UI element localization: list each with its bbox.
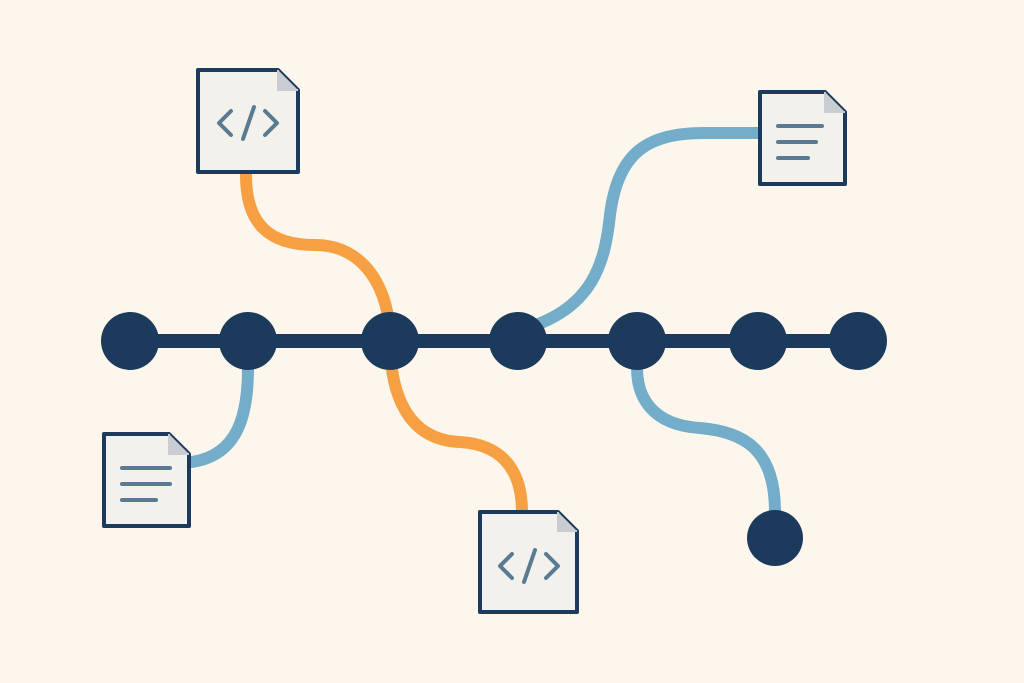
commit-4[interactable] bbox=[489, 312, 547, 370]
code-glyph-icon bbox=[498, 548, 560, 584]
code-file-top-icon[interactable] bbox=[196, 68, 300, 174]
branch-code-bottom bbox=[384, 334, 528, 518]
commit-5[interactable] bbox=[608, 312, 666, 370]
code-file-bottom-icon[interactable] bbox=[478, 510, 579, 614]
branch-text-top bbox=[514, 127, 766, 336]
main-commits bbox=[101, 312, 887, 370]
side-commit[interactable] bbox=[747, 510, 803, 566]
text-lines-icon bbox=[776, 124, 824, 160]
text-file-top-icon[interactable] bbox=[758, 90, 847, 186]
commit-7[interactable] bbox=[829, 312, 887, 370]
commit-2[interactable] bbox=[219, 312, 277, 370]
branch-connectors bbox=[186, 127, 781, 518]
commit-6[interactable] bbox=[729, 312, 787, 370]
commit-3[interactable] bbox=[361, 312, 419, 370]
branch-text-left bbox=[186, 362, 254, 468]
branch-side bbox=[631, 362, 781, 518]
text-lines-icon bbox=[120, 466, 172, 502]
branch-code-top bbox=[240, 169, 396, 346]
text-file-left-icon[interactable] bbox=[102, 432, 191, 528]
commit-1[interactable] bbox=[101, 312, 159, 370]
code-glyph-icon bbox=[217, 105, 279, 141]
